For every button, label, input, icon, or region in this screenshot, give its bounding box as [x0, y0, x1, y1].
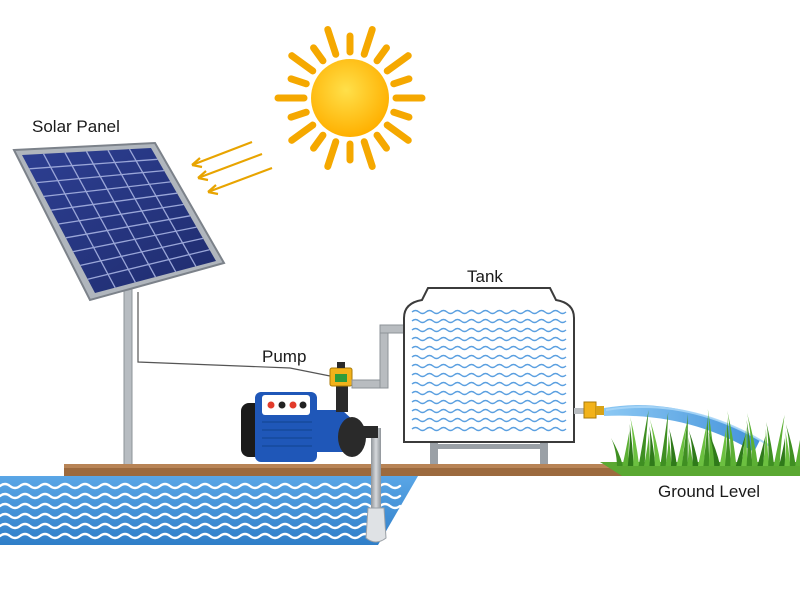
suction-pipe	[365, 428, 387, 543]
tank-label: Tank	[467, 267, 503, 286]
grass-icon	[600, 409, 800, 476]
power-cable	[137, 292, 331, 377]
solar-panel-label: Solar Panel	[32, 117, 120, 136]
panel-pole	[123, 281, 133, 469]
pump-icon	[241, 382, 378, 462]
ground-level-label: Ground Level	[658, 482, 761, 501]
solar-panel-icon	[12, 141, 226, 302]
tank-icon	[403, 287, 575, 464]
outlet-valve-icon	[574, 401, 604, 419]
sun-icon	[274, 26, 426, 170]
sunlight-arrows-icon	[191, 140, 273, 196]
delivery-pipe	[351, 324, 409, 389]
water-stream-icon	[604, 405, 760, 452]
water-source-icon	[0, 476, 418, 545]
valve-icon	[329, 362, 353, 387]
pump-label: Pump	[262, 347, 307, 366]
